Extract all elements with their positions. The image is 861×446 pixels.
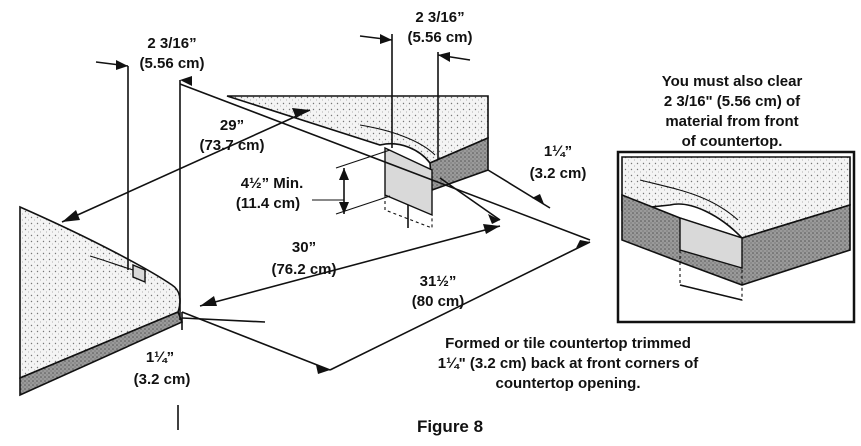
depth-29-arrow-left (62, 210, 80, 222)
inset-cut-bottom (679, 284, 743, 301)
min-height-ext-top (335, 149, 391, 169)
width-31-ext (181, 311, 331, 371)
right-trim-imperial: 1¼” (544, 143, 572, 160)
width-31-arrow-right (576, 240, 590, 248)
dimension-lines (61, 34, 591, 430)
right-trim-arrow-b (532, 194, 544, 204)
min-height-arrow-top (339, 168, 349, 180)
dimension-labels: 2 3/16” (5.56 cm) 2 3/16” (5.56 cm) 29” … (134, 9, 587, 388)
min-height-arrow-bottom (339, 202, 349, 214)
trim-note-line-2: 1¼" (3.2 cm) back at front corners of (438, 355, 700, 372)
min-height-imperial: 4½” Min. (241, 175, 304, 192)
left-clear-arrow (116, 60, 128, 70)
right-trim-arrow-a (488, 214, 500, 224)
right-clear-metric: (5.56 cm) (407, 29, 472, 46)
inset-note-line-4: of countertop. (682, 133, 783, 150)
trim-note-line-1: Formed or tile countertop trimmed (445, 335, 691, 352)
inset-note-line-3: material from front (665, 113, 798, 130)
inset-note-line-2: 2 3/16" (5.56 cm) of (664, 93, 801, 110)
width-30-metric: (76.2 cm) (271, 261, 336, 278)
left-clear-metric: (5.56 cm) (139, 55, 204, 72)
depth-29-ext-line (179, 83, 591, 241)
right-trim-metric: (3.2 cm) (530, 165, 587, 182)
width-30-ext (181, 317, 266, 323)
trim-note-line-3: countertop opening. (496, 375, 641, 392)
right-clear-imperial: 2 3/16” (415, 9, 464, 26)
width-30-arrow-right (483, 224, 500, 234)
right-clear-arrow (380, 34, 392, 44)
width-30-line (199, 225, 501, 307)
inset-note: You must also clear 2 3/16" (5.56 cm) of… (662, 73, 803, 150)
front-trim-imperial: 1¼” (146, 349, 174, 366)
right-trim-line-a (439, 177, 501, 221)
depth-29-imperial: 29” (220, 117, 244, 134)
left-countertop (19, 205, 184, 397)
width-31-metric: (80 cm) (412, 293, 465, 310)
trim-note: Formed or tile countertop trimmed 1¼" (3… (438, 335, 700, 392)
width-31-arrow-left (316, 365, 330, 374)
left-clear-imperial: 2 3/16” (147, 35, 196, 52)
width-31-line (329, 241, 591, 371)
min-height-metric: (11.4 cm) (236, 195, 300, 212)
min-height-ext-bottom (335, 195, 391, 215)
width-31-imperial: 31½” (420, 273, 457, 290)
right-countertop (226, 95, 489, 229)
left-clear-arrow-2 (180, 76, 192, 86)
inset-detail (616, 150, 856, 324)
width-30-imperial: 30” (292, 239, 316, 256)
front-trim-metric: (3.2 cm) (134, 371, 191, 388)
depth-29-line (61, 109, 311, 223)
depth-29-arrow-right (292, 108, 310, 118)
inset-note-line-1: You must also clear (662, 73, 803, 90)
figure-caption: Figure 8 (417, 417, 483, 436)
depth-29-metric: (73.7 cm) (199, 137, 264, 154)
right-clear-arrow-2 (438, 52, 450, 62)
width-30-arrow-left (200, 296, 217, 306)
